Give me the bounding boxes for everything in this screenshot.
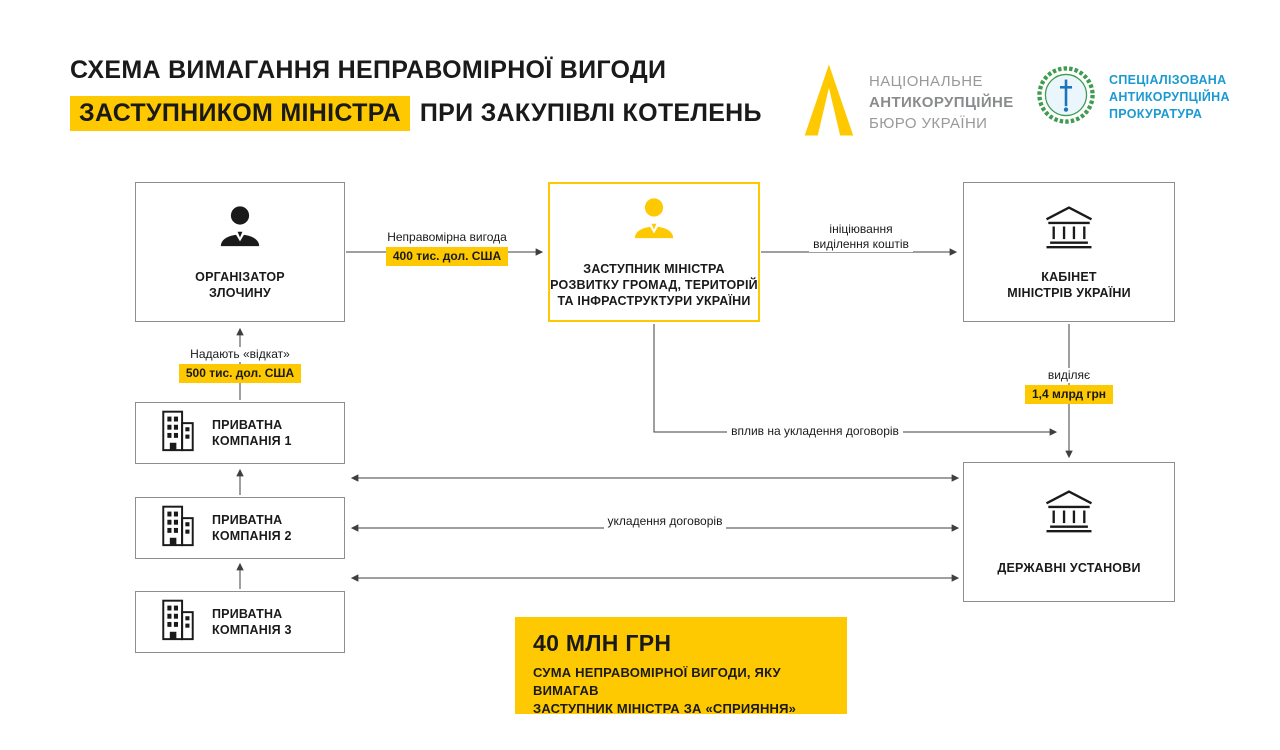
bribe-amount-chip: 400 тис. дол. США — [385, 247, 509, 266]
influence-arrow — [653, 324, 1058, 436]
sap-logo: СПЕЦІАЛІЗОВАНА АНТИКОРУПЦІЙНА ПРОКУРАТУР… — [1036, 60, 1230, 135]
sap-emblem-icon — [1036, 60, 1096, 135]
nabu-logo-mark-icon — [800, 60, 856, 145]
node-private-company-1: ПРИВАТНА КОМПАНІЯ 1 — [135, 402, 345, 464]
person-icon-yellow — [631, 195, 677, 246]
initiation-edge-label: ініціювання виділення коштів — [775, 222, 947, 252]
person-icon — [217, 203, 263, 254]
page-title: СХЕМА ВИМАГАННЯ НЕПРАВОМІРНОЇ ВИГОДИ ЗАС… — [70, 58, 762, 131]
title-highlight: ЗАСТУПНИКОМ МІНІСТРА — [70, 96, 410, 131]
sap-logo-text: СПЕЦІАЛІЗОВАНА АНТИКОРУПЦІЙНА ПРОКУРАТУР… — [1109, 73, 1230, 121]
node-private-company-3: ПРИВАТНА КОМПАНІЯ 3 — [135, 591, 345, 653]
allocation-amount-chip: 1,4 млрд грн — [1024, 385, 1114, 404]
kickback-edge-label: Надають «відкат» 500 тис. дол. США — [165, 347, 315, 383]
title-line-1: СХЕМА ВИМАГАННЯ НЕПРАВОМІРНОЇ ВИГОДИ — [70, 56, 667, 84]
office-building-icon — [160, 504, 196, 552]
contracts-edge-label: укладення договорів — [578, 514, 752, 529]
allocation-edge-label: виділяє 1,4 млрд грн — [1000, 368, 1138, 404]
node-private-company-2: ПРИВАТНА КОМПАНІЯ 2 — [135, 497, 345, 559]
bribe-edge-label: Неправомірна вигода 400 тис. дол. США — [362, 230, 532, 266]
office-building-icon — [160, 598, 196, 646]
kickback-amount-chip: 500 тис. дол. США — [178, 364, 302, 383]
node-crime-organizer: ОРГАНІЗАТОР ЗЛОЧИНУ — [135, 182, 345, 322]
influence-edge-label: вплив на укладення договорів — [700, 424, 930, 439]
node-cabinet-of-ministers: КАБІНЕТ МІНІСТРІВ УКРАЇНИ — [963, 182, 1175, 322]
nabu-logo-text: НАЦІОНАЛЬНЕ АНТИКОРУПЦІЙНЕ БЮРО УКРАЇНИ — [869, 73, 1014, 132]
node-state-institutions: ДЕРЖАВНІ УСТАНОВИ — [963, 462, 1175, 602]
office-building-icon — [160, 409, 196, 457]
nabu-logo: НАЦІОНАЛЬНЕ АНТИКОРУПЦІЙНЕ БЮРО УКРАЇНИ — [800, 60, 1014, 145]
node-deputy-minister: ЗАСТУПНИК МІНІСТРА РОЗВИТКУ ГРОМАД, ТЕРИ… — [548, 182, 760, 322]
summary-amount-box: 40 МЛН ГРН СУМА НЕПРАВОМІРНОЇ ВИГОДИ, ЯК… — [515, 617, 847, 716]
summary-amount: 40 МЛН ГРН — [533, 630, 672, 656]
government-building-icon — [1040, 488, 1098, 538]
government-building-icon — [1040, 204, 1098, 254]
